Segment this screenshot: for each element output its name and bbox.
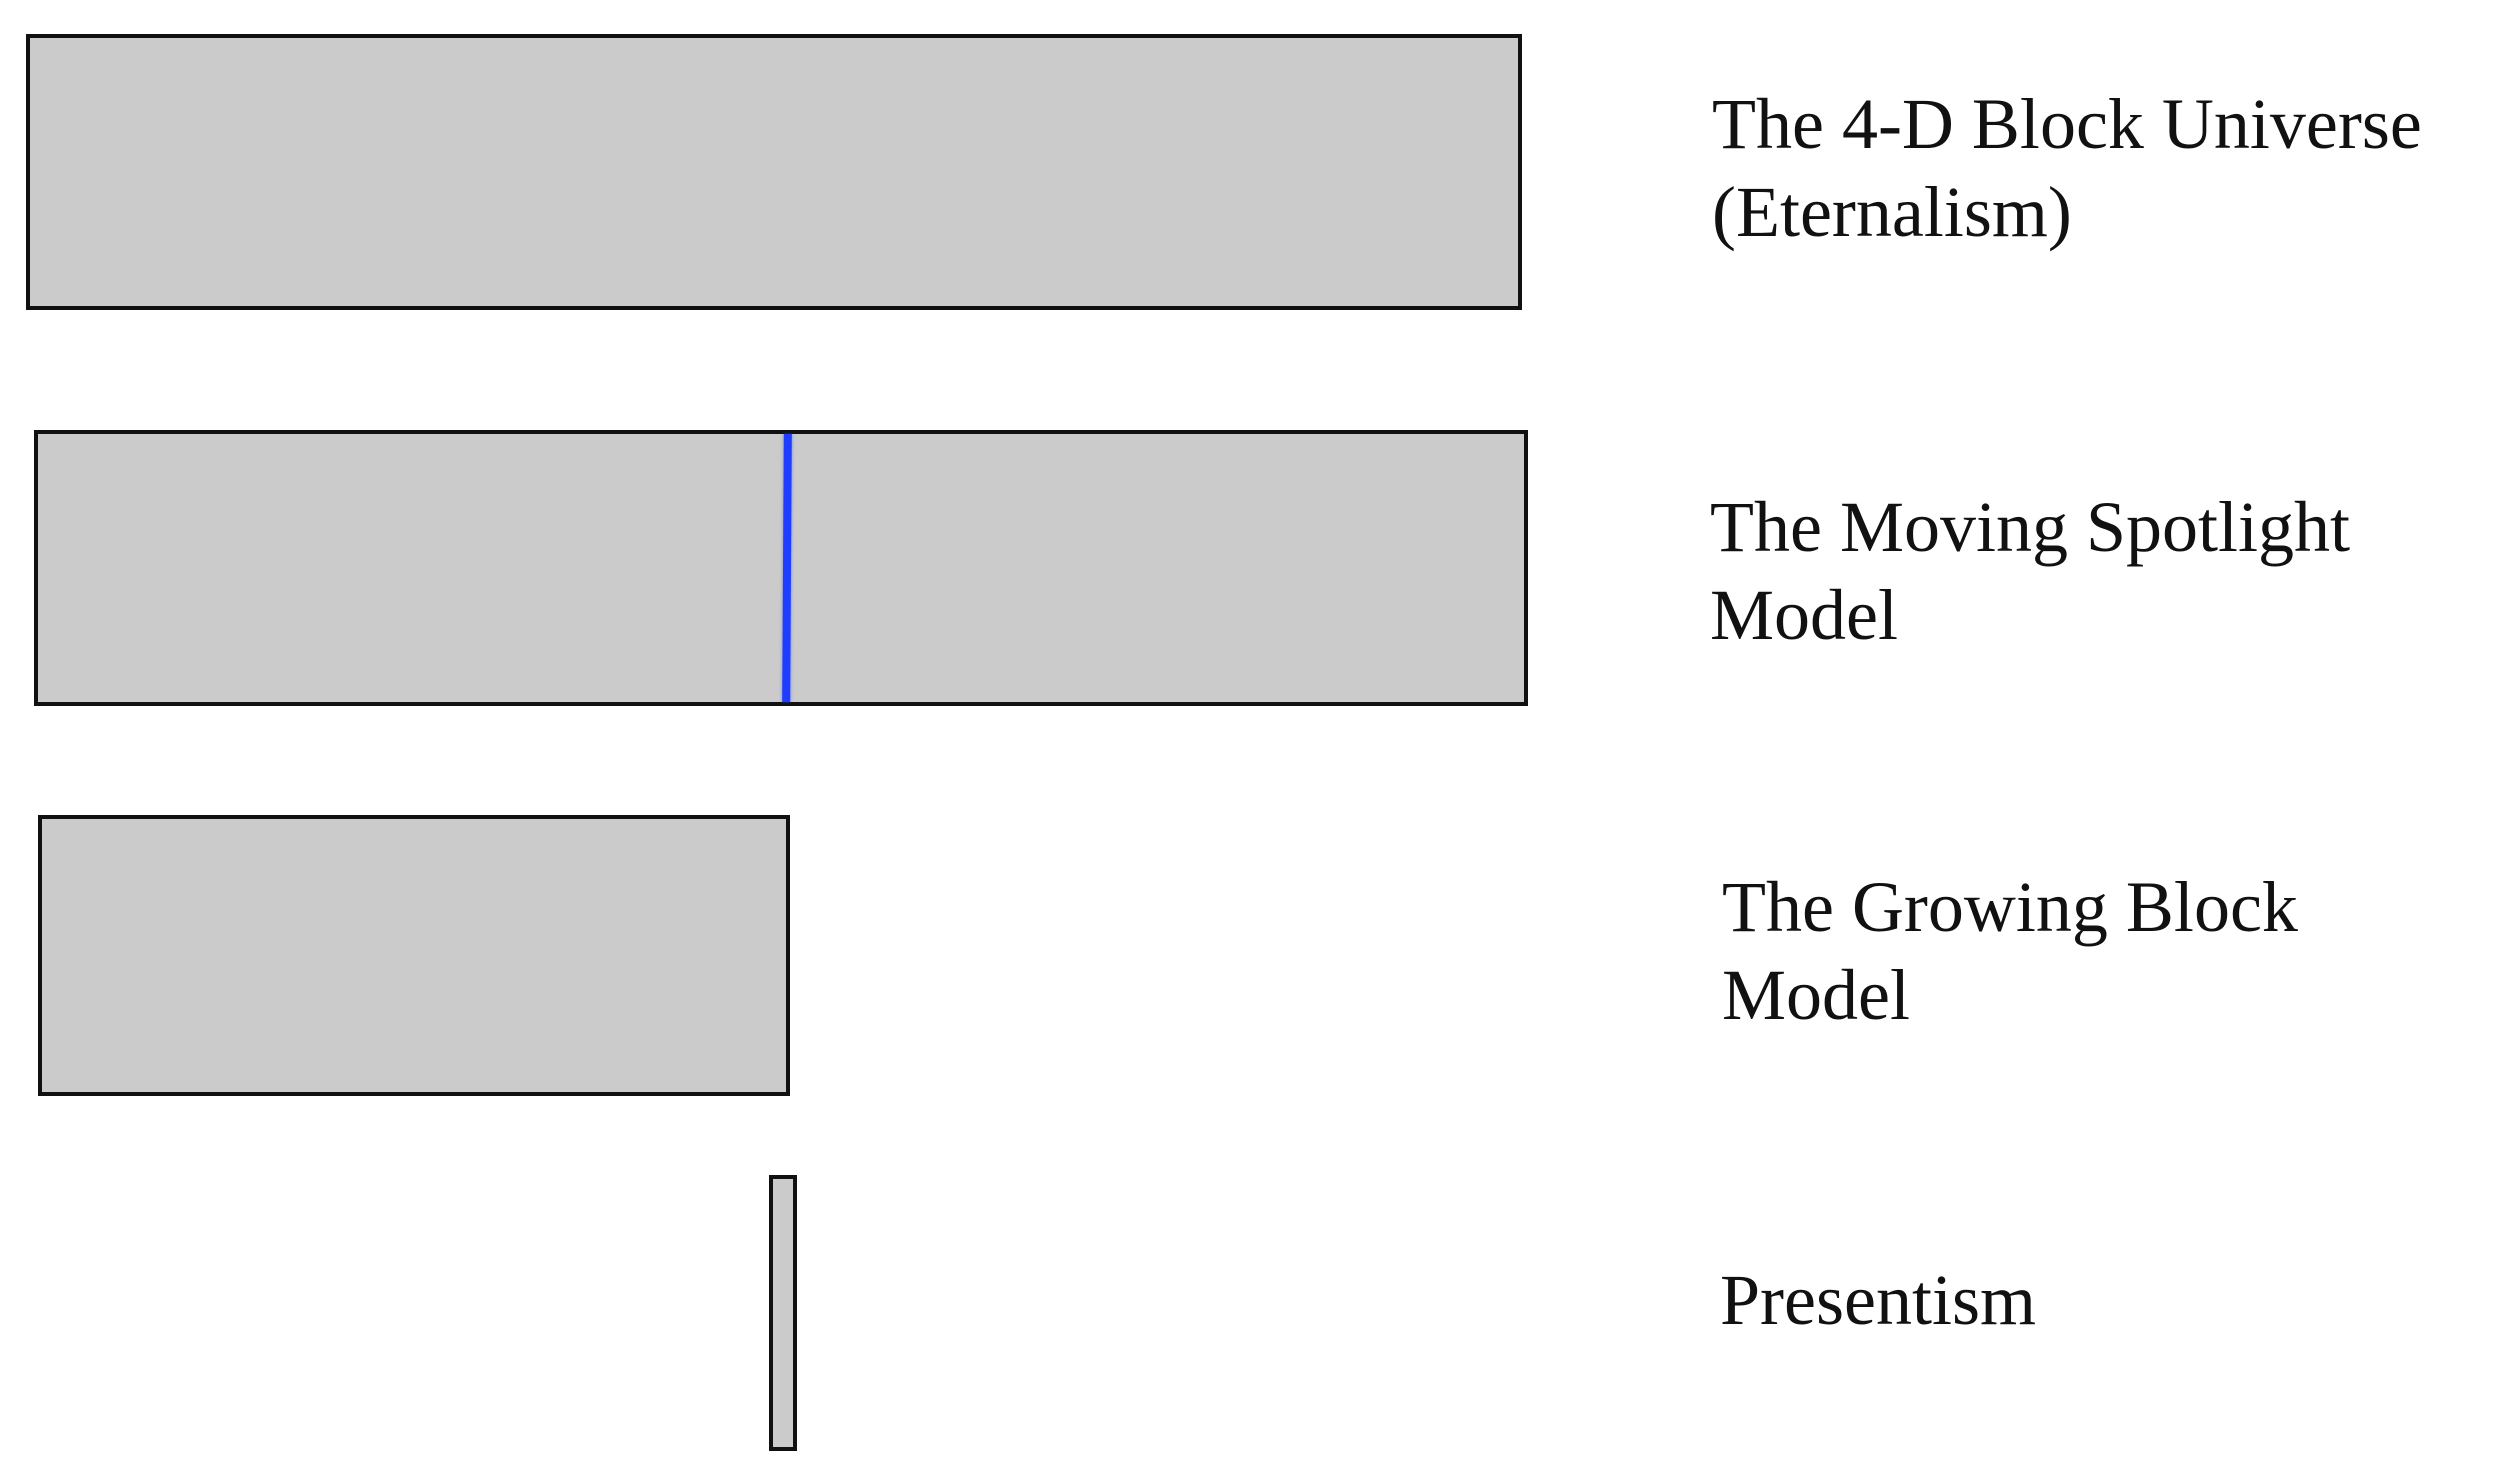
label-moving-spotlight-line2: Model [1710,575,1898,655]
label-moving-spotlight-line1: The Moving Spotlight [1710,487,2351,567]
growing-block [38,815,790,1096]
moving-spotlight-block [34,430,1528,706]
label-growing-block-line1: The Growing Block [1722,867,2298,947]
label-eternalism-line2: (Eternalism) [1712,172,2072,252]
label-growing-block: The Growing Block Model [1722,863,2298,1039]
label-eternalism-line1: The 4-D Block Universe [1712,84,2422,164]
label-eternalism: The 4-D Block Universe (Eternalism) [1712,80,2422,256]
label-presentism: Presentism [1720,1256,2036,1344]
eternalism-block [26,34,1522,310]
presentism-block [769,1175,797,1451]
label-moving-spotlight: The Moving Spotlight Model [1710,483,2350,659]
label-presentism-line1: Presentism [1720,1260,2036,1340]
spotlight-present-line [782,434,792,702]
label-growing-block-line2: Model [1722,955,1910,1035]
